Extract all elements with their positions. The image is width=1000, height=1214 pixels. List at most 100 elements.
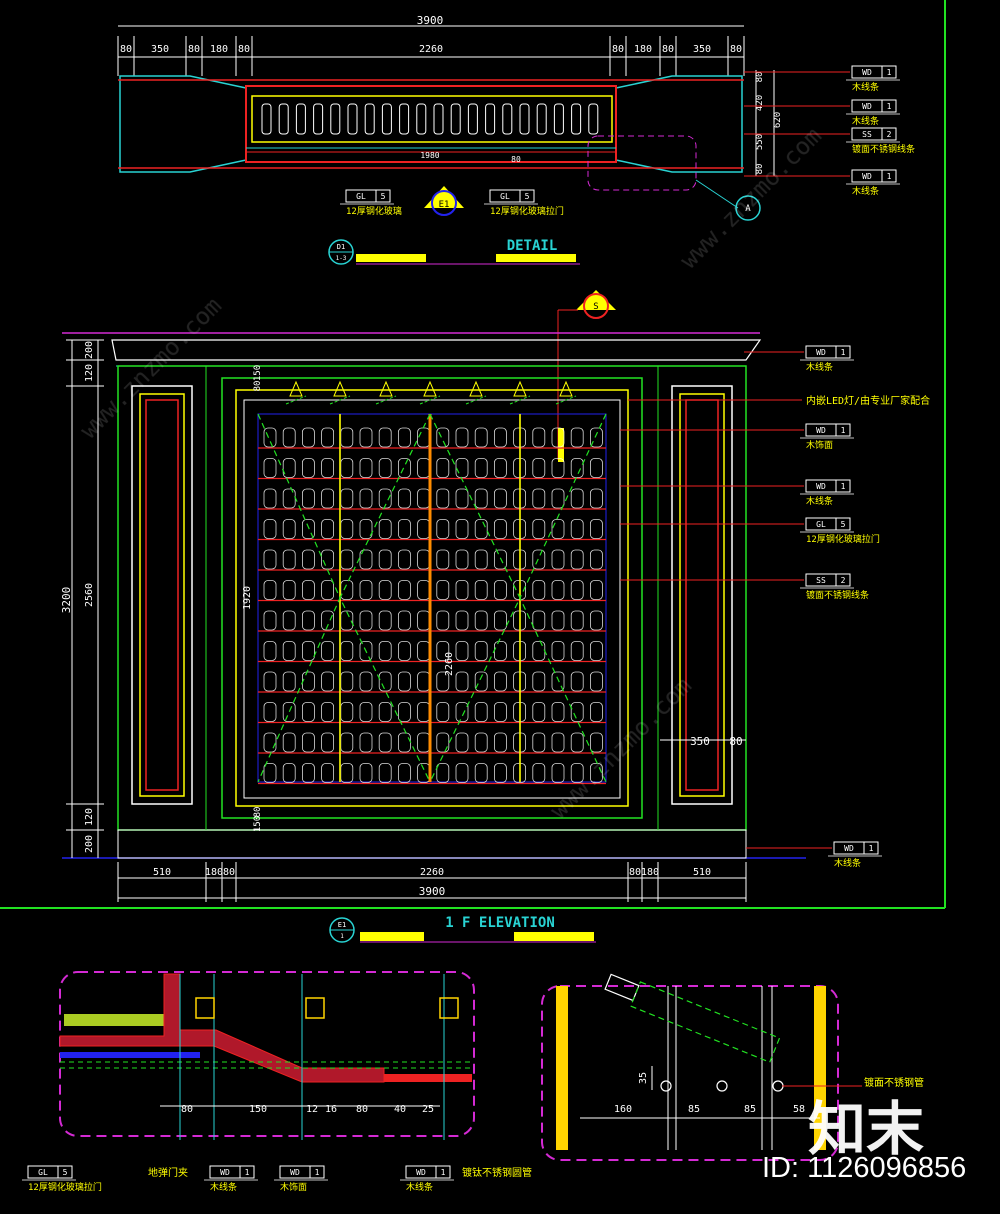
tag-code: WD xyxy=(290,1168,300,1177)
detail-tag: D1 xyxy=(337,243,345,251)
bottle xyxy=(590,458,603,478)
bottle xyxy=(493,763,507,783)
bottle xyxy=(282,519,296,539)
bottle xyxy=(397,458,411,478)
elev-bottom-dim: 510 xyxy=(153,867,171,878)
led-lamp xyxy=(559,380,573,397)
tag-code: WD xyxy=(862,172,872,181)
bottle xyxy=(397,610,411,631)
bottle xyxy=(493,427,507,448)
bottle xyxy=(551,641,565,661)
watermark-site-3: www.znzmo.com xyxy=(674,122,827,275)
tag-box xyxy=(209,1165,255,1179)
bottle xyxy=(359,732,373,753)
bottle xyxy=(282,580,296,600)
plan-seg-label: 80 xyxy=(730,44,742,55)
bottle xyxy=(570,519,584,539)
bottle xyxy=(493,641,507,661)
bottle xyxy=(397,671,411,692)
bottle xyxy=(321,671,335,692)
bottle xyxy=(340,458,354,478)
tag-num: 1 xyxy=(315,1168,320,1177)
elev-left-dim: 200 xyxy=(84,341,95,359)
callout-e1: E1 xyxy=(439,200,450,210)
bottle xyxy=(590,763,603,783)
bottle xyxy=(321,610,335,631)
tag-label: 镀面不锈钢线条 xyxy=(852,143,915,155)
plan-bottle xyxy=(588,103,599,135)
elev-inner-dim: 80 xyxy=(253,807,263,818)
bottle xyxy=(378,763,392,783)
tag-label: 木线条 xyxy=(806,361,833,373)
tag-code: WD xyxy=(862,102,872,111)
bottle xyxy=(263,580,277,600)
sec1-dim: 16 xyxy=(325,1104,337,1115)
bottle xyxy=(263,610,277,631)
plan-bottle xyxy=(571,103,582,135)
plan-right-dim: 420 xyxy=(755,95,765,111)
tag-num: 1 xyxy=(841,348,846,357)
tag-code: GL xyxy=(816,520,826,529)
bottle xyxy=(340,732,354,753)
elev-inner-dim: 80 xyxy=(253,381,263,392)
plan-bottle xyxy=(519,103,530,135)
tag-num: 2 xyxy=(841,576,846,585)
bottle xyxy=(321,488,335,509)
bottle xyxy=(474,732,488,753)
bottle xyxy=(570,458,584,478)
tag-box xyxy=(805,517,851,531)
led-lamp xyxy=(423,380,437,397)
callout-s: S xyxy=(593,302,598,312)
bottle xyxy=(321,519,335,539)
bottle xyxy=(282,488,296,509)
bottle xyxy=(474,763,488,783)
sec1-dim: 40 xyxy=(394,1104,406,1115)
bottle xyxy=(551,732,565,753)
bottle xyxy=(282,702,296,722)
sec1-dim: 150 xyxy=(249,1104,267,1115)
bottle xyxy=(455,610,469,631)
tag-num: 1 xyxy=(887,102,892,111)
bottle xyxy=(321,702,335,722)
bottle xyxy=(532,458,546,478)
sec2-dim: 85 xyxy=(688,1104,700,1115)
bottle xyxy=(436,549,450,570)
detail-title-block: D1 1-3 DETAIL xyxy=(328,238,580,265)
elevation-title-block: E1 1 1 F ELEVATION xyxy=(329,915,596,943)
elev-left-dim: 2560 xyxy=(84,583,95,607)
bottle xyxy=(570,671,584,692)
bottle xyxy=(417,580,431,600)
plan-bottle xyxy=(295,103,306,135)
bottle xyxy=(301,427,315,448)
bottle xyxy=(590,702,603,722)
bottle xyxy=(436,488,450,509)
bottle xyxy=(474,671,488,692)
elev-center-v: 2260 xyxy=(444,652,455,676)
tag-label: 木线条 xyxy=(852,81,879,93)
bottle xyxy=(455,763,469,783)
tag-code: WD xyxy=(816,348,826,357)
bottle xyxy=(340,519,354,539)
led-lamp-row xyxy=(285,380,577,405)
bottle xyxy=(590,519,603,539)
bottle xyxy=(340,549,354,570)
elev-overall-width: 3900 xyxy=(419,885,446,898)
tag-box xyxy=(805,573,851,587)
sec2-dim: 160 xyxy=(614,1104,632,1115)
bottle xyxy=(474,580,488,600)
bottle xyxy=(436,732,450,753)
plan-right-outer: 620 xyxy=(773,112,783,128)
tag-box xyxy=(851,99,897,113)
tag-num: 1 xyxy=(841,426,846,435)
bottle xyxy=(493,671,507,692)
bottle xyxy=(397,763,411,783)
bottle xyxy=(455,702,469,722)
bottle xyxy=(378,549,392,570)
plan-seg-label: 350 xyxy=(151,44,169,55)
bottle xyxy=(282,549,296,570)
bottle xyxy=(532,427,546,448)
bottle xyxy=(455,488,469,509)
bottle xyxy=(263,641,277,661)
